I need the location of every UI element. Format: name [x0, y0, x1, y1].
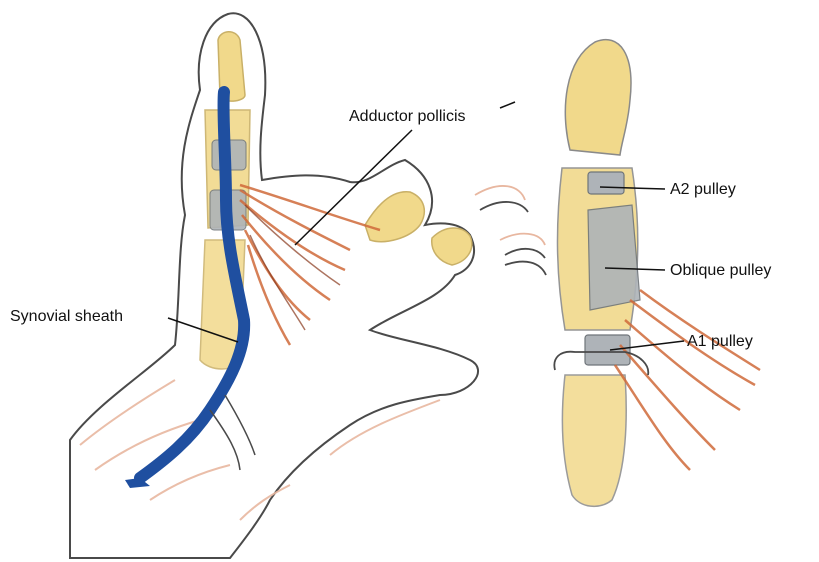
right-metacarpal [562, 375, 626, 506]
label-a1-pulley: A1 pulley [687, 333, 753, 351]
label-synovial-sheath: Synovial sheath [10, 308, 123, 326]
left-hand-drawing [70, 13, 478, 558]
label-oblique-pulley: Oblique pulley [670, 262, 771, 280]
finger-tip-sketches [475, 186, 546, 275]
adductor-leader-line-2 [500, 102, 515, 108]
oblique-pulley-band [588, 205, 640, 310]
left-hand-outline [70, 13, 478, 558]
label-a2-pulley: A2 pulley [670, 181, 736, 199]
label-adductor-pollicis: Adductor pollicis [349, 108, 466, 126]
a2-pulley-band [588, 172, 624, 194]
right-distal-phalanx [565, 40, 631, 155]
right-adductor-muscle [615, 290, 760, 470]
